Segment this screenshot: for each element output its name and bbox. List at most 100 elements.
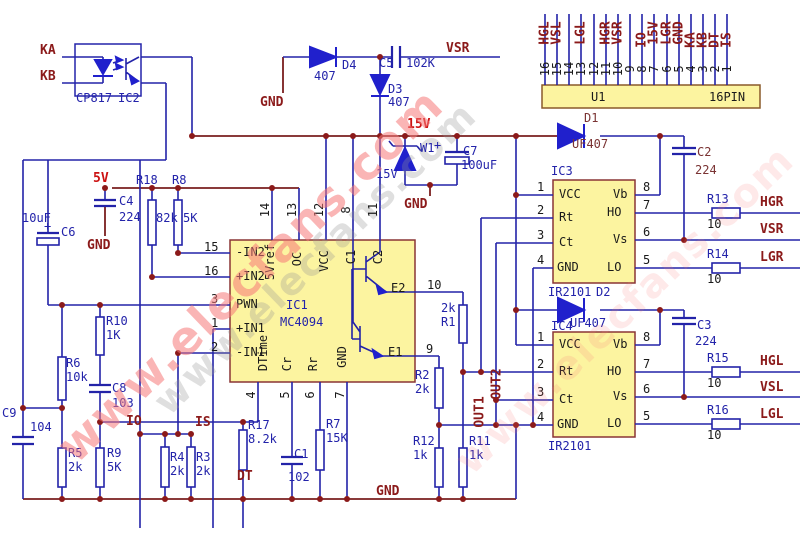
ref-r5: R5 (68, 446, 83, 460)
val-c9: 104 (30, 420, 52, 434)
val-c5: 102K (406, 56, 435, 70)
ic1-num-6: 6 (303, 391, 317, 399)
ref-d3: D3 (388, 82, 403, 96)
ref-cp817: CP817 (76, 91, 113, 105)
val-r10: 1K (106, 328, 121, 342)
ic4-num-7: 7 (643, 357, 651, 371)
ic1-pin-in1n: -IN1 (236, 345, 265, 359)
ref-c5: C5 (379, 56, 394, 70)
val-r4: 2k (170, 464, 185, 478)
net-15v: 15V (407, 117, 431, 132)
val-r2: 2k (415, 382, 430, 396)
ic4-num-3: 3 (537, 385, 545, 399)
ic3-num-2: 2 (537, 203, 545, 217)
net-hgl: HGL (760, 354, 784, 369)
ref-ic4: IC4 (551, 319, 573, 333)
ref-r9: R9 (107, 446, 122, 460)
net-ka: KA (40, 43, 56, 58)
plus-c7: + (434, 138, 442, 152)
u1-net-vsr: VSR (610, 21, 626, 45)
ic3-num-5: 5 (643, 253, 651, 267)
ic1-pin-vcc: VCC (317, 250, 331, 272)
ic1-num-5: 5 (278, 391, 292, 399)
ref-r4: R4 (170, 450, 185, 464)
ic3-num-4: 4 (537, 253, 545, 267)
ic3-num-6: 6 (643, 225, 651, 239)
ref-c4: C4 (119, 194, 134, 208)
ref-r2: R2 (415, 368, 430, 382)
ref-r1: R1 (441, 315, 456, 329)
net-vsr-top: VSR (446, 41, 470, 56)
ref-r8: R8 (172, 173, 187, 187)
net-lgr: LGR (760, 250, 784, 265)
val-c3: 224 (695, 334, 717, 348)
junction-dots (20, 54, 687, 502)
ic3-pin-vcc: VCC (559, 187, 581, 201)
ic3-pin-gnd: GND (557, 260, 579, 274)
power-rails (23, 57, 558, 500)
ic1-num-16: 16 (204, 264, 219, 278)
val-c8: 103 (112, 396, 134, 410)
u1-connector-body (541, 84, 761, 109)
ic1-num-14: 14 (258, 202, 272, 218)
net-hgr: HGR (760, 195, 784, 210)
ic1-num-3: 3 (211, 292, 219, 306)
c7-electrolytic-plate (444, 156, 470, 165)
ic3-num-8: 8 (643, 180, 651, 194)
ref-r14: R14 (707, 247, 729, 261)
ic3-pin-vs: Vs (613, 232, 628, 246)
u1-net-vsl: VSL (549, 21, 565, 45)
net-dt: DT (237, 469, 253, 484)
ic4-pin-ct: Ct (559, 392, 574, 406)
ic3-pin-ho: HO (607, 205, 622, 219)
ic4-pin-vcc: VCC (559, 337, 581, 351)
ref-ic2: IC2 (118, 91, 140, 105)
val-r11: 1k (469, 448, 484, 462)
ic4-num-4: 4 (537, 410, 545, 424)
ref-d1: D1 (584, 111, 599, 125)
net-gnd-bottom: GND (376, 484, 400, 499)
ic4-pin-rt: Rt (559, 364, 574, 378)
ref-r3: R3 (196, 450, 211, 464)
val-r18: 82k (156, 211, 178, 225)
net-vsr: VSR (760, 222, 784, 237)
val-r3: 2k (196, 464, 211, 478)
ic3-num-7: 7 (643, 198, 651, 212)
ic1-num-2: 2 (211, 340, 219, 354)
ic3-body (552, 179, 636, 284)
ic1-pin-in1p: +IN1 (236, 321, 265, 335)
ic4-num-6: 6 (643, 382, 651, 396)
val-c7: 100uF (461, 158, 498, 172)
val-c4: 224 (119, 210, 141, 224)
val-r9: 5K (107, 460, 122, 474)
ic1-pin-oc: OC (290, 251, 304, 267)
val-d2: UF407 (570, 316, 607, 330)
ref-c1: C1 (294, 447, 309, 461)
ref-w1: W1 (420, 141, 435, 155)
ref-r6: R6 (66, 356, 81, 370)
ic2-optocoupler-body (74, 43, 142, 97)
ic1-pin-in2p: +IN2 (236, 269, 265, 283)
net-lgl: LGL (760, 407, 784, 422)
ic4-body (552, 331, 636, 438)
ref-c8: C8 (112, 381, 127, 395)
ref-ic3: IC3 (551, 164, 573, 178)
ic1-pin-dtime: DTime (256, 334, 270, 372)
val-w1: 15V (376, 167, 398, 181)
ref-ic3-part: IR2101 (548, 285, 592, 299)
ic1-num-7: 7 (333, 391, 347, 399)
ic3-pin-ct: Ct (559, 235, 574, 249)
ic1-num-4: 4 (244, 391, 258, 399)
val-r14: 10 (707, 272, 722, 286)
ic4-pin-gnd: GND (557, 417, 579, 431)
ic1-pin-c2: C2 (371, 249, 385, 265)
ic3-pin-lo: LO (607, 260, 622, 274)
ref-r16: R16 (707, 403, 729, 417)
ic1-pin-cr: Cr (280, 356, 294, 372)
ic1-pin-c1: C1 (344, 249, 358, 265)
resistor-symbols (57, 199, 741, 488)
u1-num-1: 1 (720, 65, 734, 73)
ic1-pin-rr: Rr (306, 356, 320, 372)
